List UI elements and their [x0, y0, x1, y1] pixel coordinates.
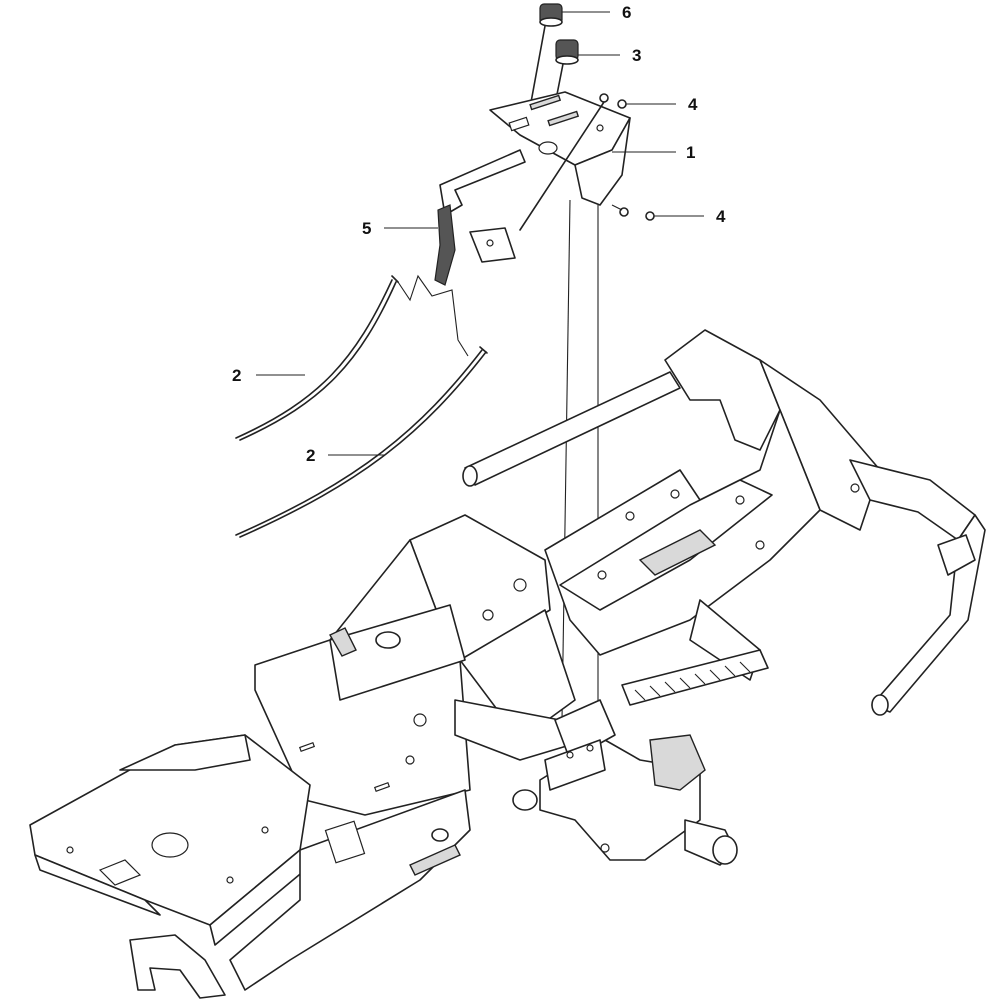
bracket-part-1[interactable] — [489, 91, 631, 206]
callout-2-upper: 2 — [232, 366, 241, 385]
seat-support-tower — [254, 514, 576, 816]
center-cross-tube — [454, 699, 616, 791]
callout-2-lower: 2 — [306, 446, 315, 465]
lever-part-5[interactable] — [434, 149, 526, 286]
callout-4-top: 4 — [688, 95, 698, 114]
callout-6: 6 — [622, 3, 631, 22]
lower-side-rail — [129, 789, 471, 999]
break-line — [397, 274, 469, 357]
upper-frame-rail — [462, 329, 986, 716]
callout-4-side: 4 — [716, 207, 726, 226]
lower-right-bracket — [512, 734, 738, 866]
knob-part-6[interactable] — [524, 3, 563, 136]
callout-3: 3 — [632, 46, 641, 65]
callout-1: 1 — [686, 143, 695, 162]
callout-5: 5 — [362, 219, 371, 238]
screw-part-4-side[interactable] — [611, 204, 655, 221]
central-frame-channel — [544, 409, 821, 681]
foot-platform — [29, 734, 311, 946]
assembly-line-left — [561, 199, 571, 721]
height-adjust-plate[interactable] — [621, 649, 769, 706]
cable-part-2-upper[interactable] — [235, 275, 399, 441]
cable-part-2-lower[interactable] — [235, 346, 488, 538]
leader-lines — [256, 11, 704, 456]
